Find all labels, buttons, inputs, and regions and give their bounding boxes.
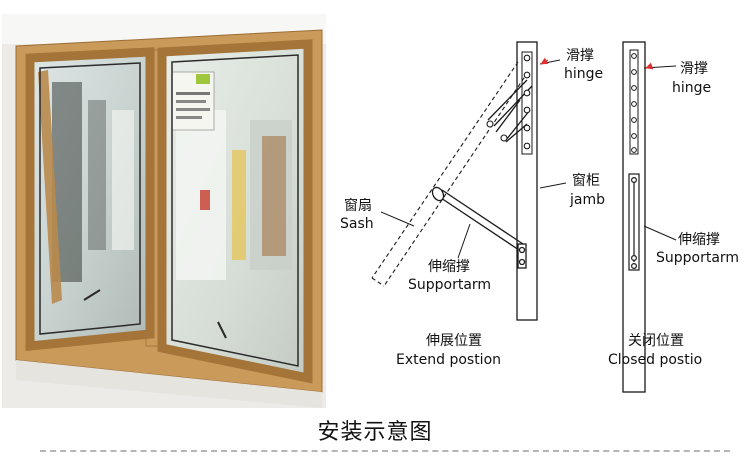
bottom-dashed-divider <box>40 450 730 452</box>
hinge-arrow-2 <box>645 62 654 70</box>
right-support-arm <box>217 321 227 339</box>
diagram-caption: 安装示意图 <box>317 420 433 445</box>
leader-sash <box>380 211 415 227</box>
right-sash-frame <box>157 39 313 384</box>
label-sash-cn: 窗扇 <box>344 197 372 214</box>
label-supportarm-cn-2: 伸缩撑 <box>678 232 720 248</box>
leader-jamb <box>539 182 567 189</box>
label-jamb-cn: 窗柜 <box>572 172 600 189</box>
label-hinge-cn-1: 滑撑 <box>566 47 594 64</box>
label-closed-en: Closed postio <box>608 352 702 368</box>
label-supportarm-cn-1: 伸缩撑 <box>428 259 470 275</box>
extend-position-diagram <box>371 41 567 321</box>
label-hinge-en-2: hinge <box>672 80 711 96</box>
label-extend-cn: 伸展位置 <box>426 333 482 349</box>
leader-supportarm-1 <box>457 223 471 259</box>
hinge-closed <box>629 49 639 155</box>
supportarm-extend <box>431 186 527 269</box>
label-supportarm-en-2: Supportarm <box>656 250 739 266</box>
label-closed-cn: 关闭位置 <box>628 333 684 349</box>
left-support-arm <box>83 289 101 301</box>
window-photo <box>2 14 326 408</box>
label-supportarm-en-1: Supportarm <box>408 277 491 293</box>
hinge-linkage <box>487 51 533 155</box>
sash-dashed <box>371 61 529 287</box>
supportarm-closed <box>628 173 640 271</box>
label-hinge-en-1: hinge <box>564 66 603 82</box>
left-sash-frame <box>25 47 155 351</box>
hinge-arrow-1 <box>540 57 549 65</box>
closed-position-diagram <box>622 41 677 393</box>
label-jamb-en: jamb <box>569 192 605 208</box>
label-hinge-cn-2: 滑撑 <box>680 60 708 77</box>
leader-supportarm-2 <box>643 225 677 241</box>
label-extend-en: Extend postion <box>396 352 501 368</box>
label-sash-en: Sash <box>340 216 374 232</box>
